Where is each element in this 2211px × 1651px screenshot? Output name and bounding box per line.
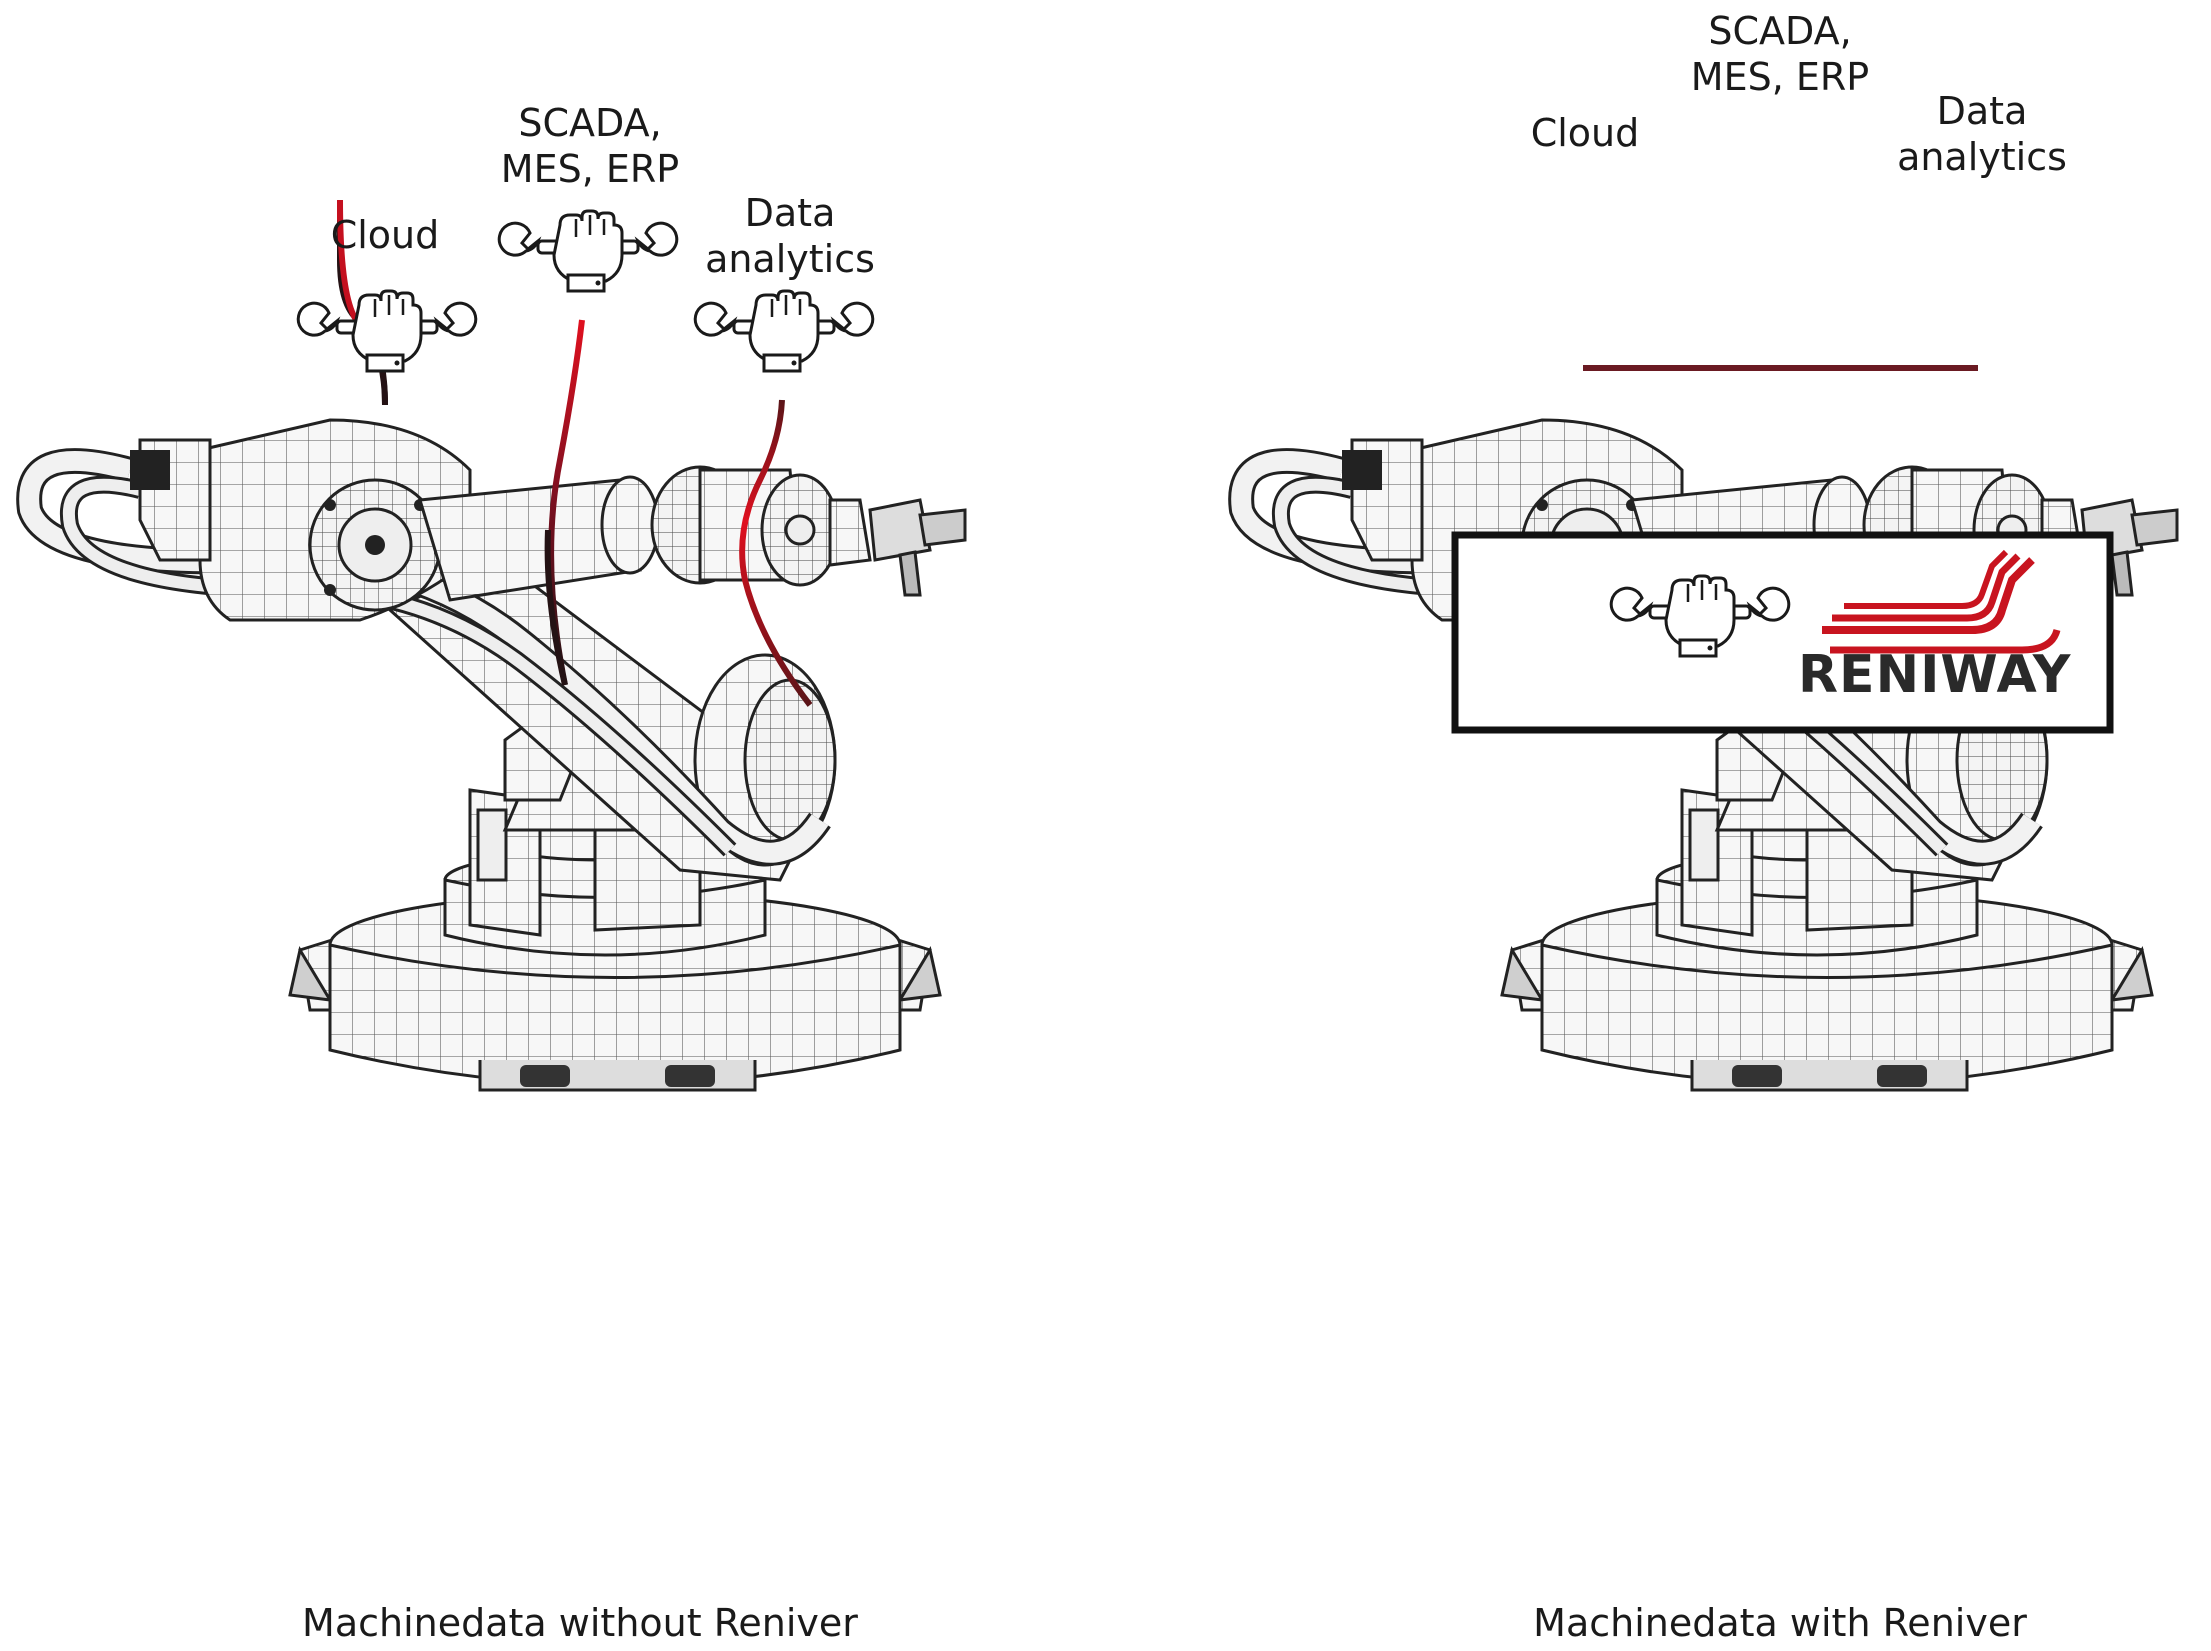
wrench-fist-icon [296,289,478,373]
caption-left: Machinedata without Reniver [302,1601,858,1645]
label-scada-right: SCADA, MES, ERP [1690,9,1870,99]
label-analytics-right: Data analytics [1897,89,2067,179]
label-cloud-left: Cloud [330,213,440,257]
wrench-fist-icon [497,209,679,293]
wrench-fist-icon [693,289,875,373]
cable-analytics-left [739,399,813,707]
right-panel: RENIWAY [1241,115,2177,1090]
label-scada-left: SCADA, MES, ERP [500,101,680,191]
reniway-logo [1802,552,2061,654]
caption-right: Machinedata with Reniver [1533,1601,2027,1645]
label-cloud-right: Cloud [1530,111,1640,155]
reniway-logo-text: RENIWAY [1798,645,2072,705]
label-analytics-left: Data analytics [705,191,875,281]
robot-arm-right [1241,420,2177,1090]
left-panel [29,199,965,1090]
robot-arm-left [29,420,965,1090]
reniway-box [1451,531,2114,734]
